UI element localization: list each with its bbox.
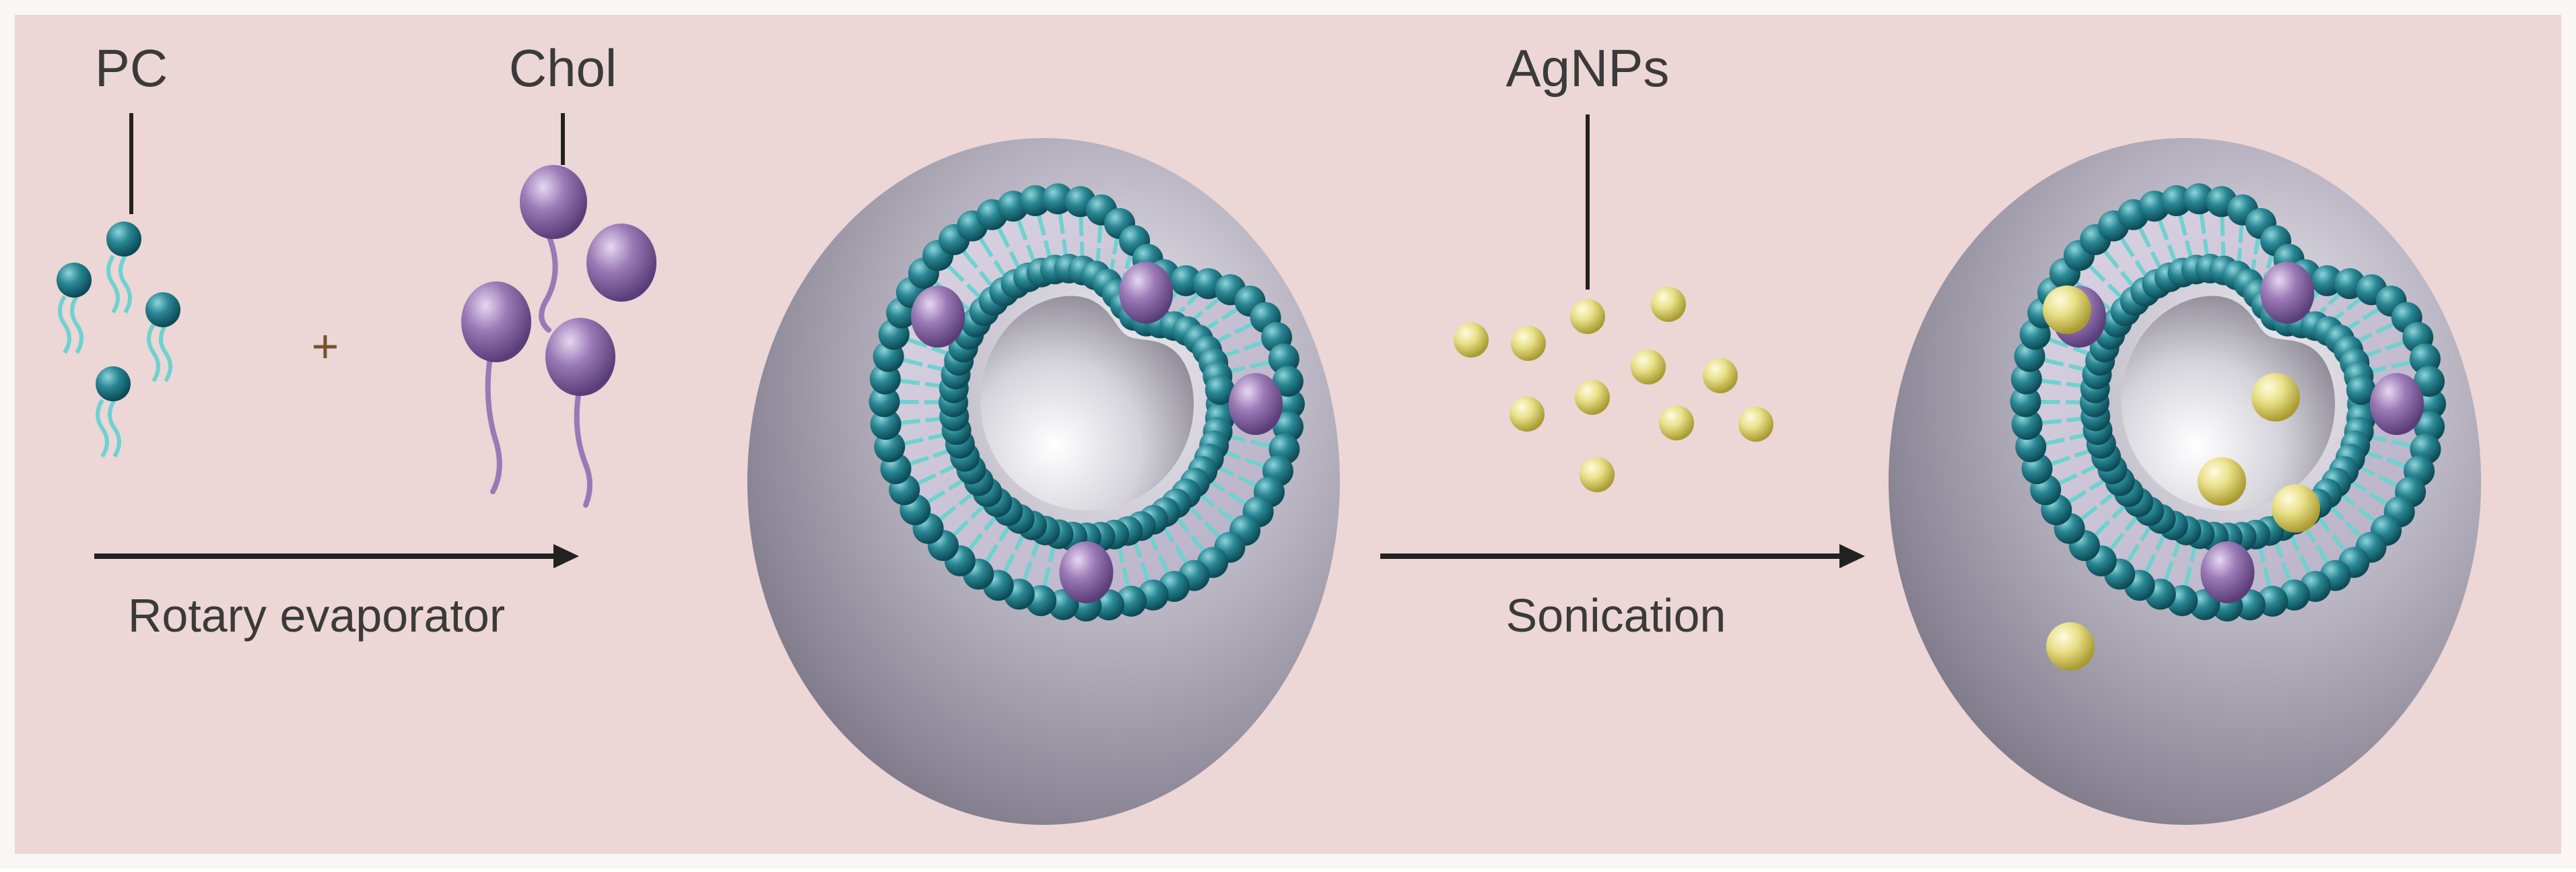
silver-nanoparticle-icon [1580, 457, 1615, 492]
agnps-label: AgNPs [1506, 38, 1670, 98]
silver-nanoparticle-icon [1651, 287, 1686, 322]
silver-nanoparticle-icon [2198, 457, 2246, 506]
silver-nanoparticle-icon [2272, 484, 2320, 533]
cholesterol-molecule-icon [2260, 262, 2314, 324]
silver-nanoparticle-icon [1703, 358, 1738, 393]
liposome-loaded-icon [1889, 138, 2481, 825]
step1-label: Rotary evaporator [128, 589, 505, 642]
pc-label: PC [95, 38, 168, 98]
cholesterol-molecule-icon [2200, 541, 2254, 603]
silver-nanoparticle-icon [1570, 299, 1605, 334]
cholesterol-molecule-icon [2370, 373, 2424, 435]
liposome-icon [747, 138, 1340, 825]
silver-nanoparticle-icon [1738, 407, 1773, 442]
silver-nanoparticle-icon [1631, 349, 1666, 384]
cholesterol-molecule-icon [1059, 541, 1113, 603]
silver-nanoparticle-icon [2251, 373, 2300, 422]
cholesterol-molecule-icon [911, 286, 965, 347]
silver-nanoparticle-icon [2046, 622, 2095, 671]
step2-label: Sonication [1506, 589, 1726, 642]
plus-sign: + [312, 320, 339, 372]
silver-nanoparticle-icon [1454, 323, 1489, 358]
silver-nanoparticle-icon [1575, 380, 1610, 415]
cholesterol-molecule-icon [1119, 262, 1173, 324]
cholesterol-molecule-icon [1229, 373, 1283, 435]
silver-nanoparticle-icon [1511, 326, 1546, 361]
cholesterol-molecule-icon [586, 224, 656, 302]
silver-nanoparticle-icon [1510, 397, 1545, 432]
silver-nanoparticle-icon [1659, 405, 1694, 440]
chol-label: Chol [509, 38, 617, 98]
silver-nanoparticle-icon [2043, 286, 2091, 334]
